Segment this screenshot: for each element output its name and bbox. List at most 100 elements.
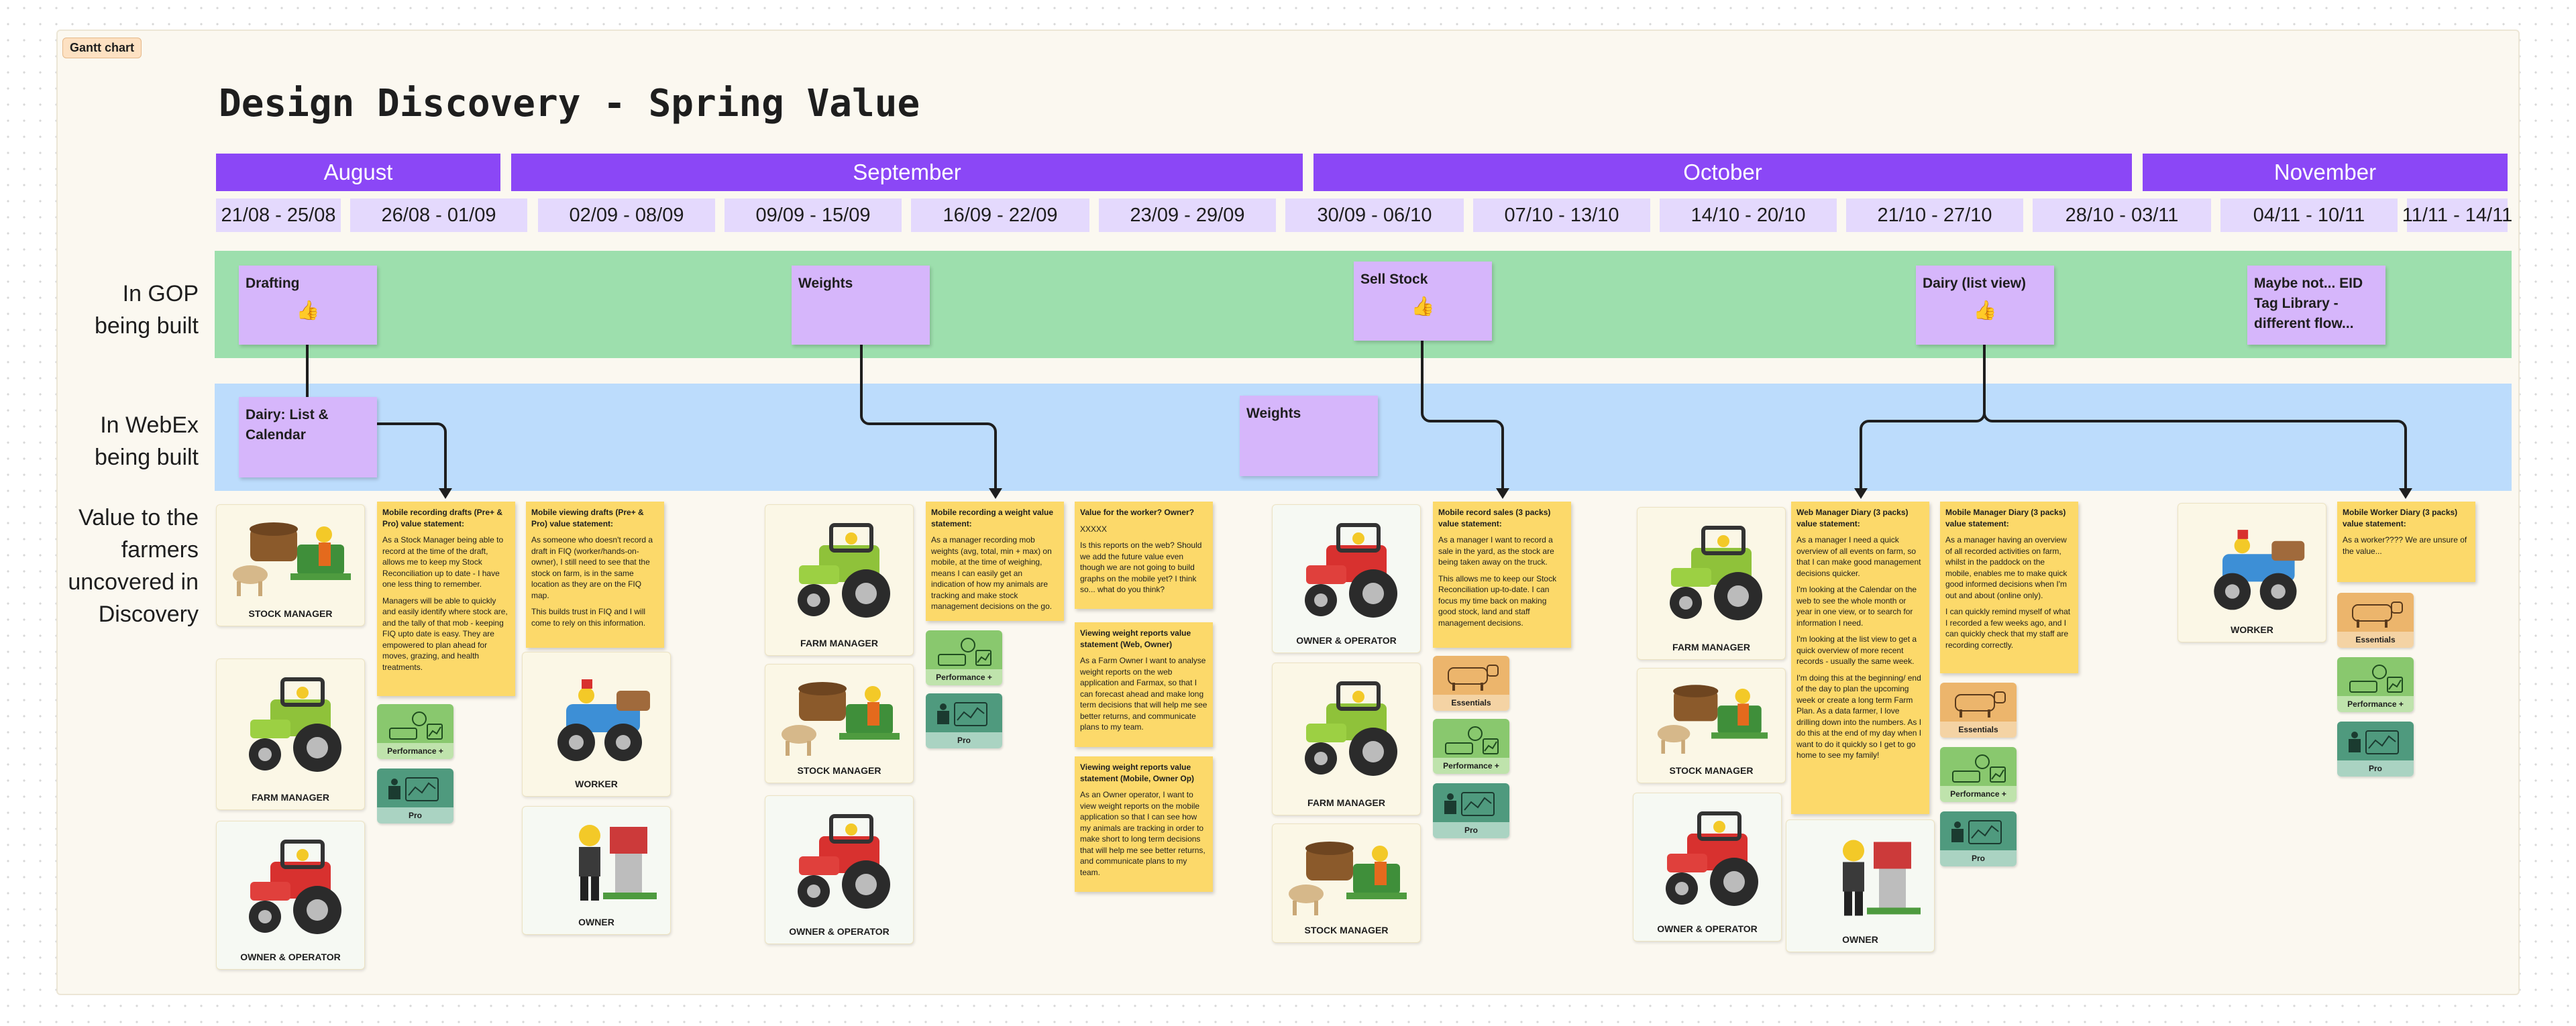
gop-card-dairy[interactable]: Dairy (list view) 👍 bbox=[1916, 266, 2054, 345]
persona-label: FARM MANAGER bbox=[800, 638, 878, 648]
card-label: Dairy: List & Calendar bbox=[246, 407, 329, 443]
persona-owner[interactable]: OWNER bbox=[522, 806, 671, 935]
persona-label: STOCK MANAGER bbox=[248, 608, 333, 619]
scale-icon bbox=[389, 711, 443, 740]
persona-farm-manager[interactable]: FARM MANAGER bbox=[216, 659, 365, 810]
persona-stock-manager[interactable]: STOCK MANAGER bbox=[765, 664, 914, 783]
note-title: Mobile record sales (3 packs) value stat… bbox=[1438, 508, 1551, 528]
persona-stock-manager[interactable]: STOCK MANAGER bbox=[216, 504, 365, 626]
note-title: Web Manager Diary (3 packs) value statem… bbox=[1796, 508, 1909, 528]
webex-card-weights[interactable]: Weights bbox=[1240, 396, 1378, 476]
persona-owner-operator[interactable]: OWNER & OPERATOR bbox=[765, 795, 914, 944]
card-label: Weights bbox=[798, 276, 853, 291]
sticky-note[interactable]: Mobile viewing drafts (Pre+ & Pro) value… bbox=[526, 502, 664, 648]
persona-farm-manager[interactable]: FARM MANAGER bbox=[765, 504, 914, 656]
note-title: Mobile recording a weight value statemen… bbox=[931, 508, 1054, 528]
cow-icon bbox=[2352, 602, 2403, 628]
badge-performance: Performance + bbox=[926, 630, 1002, 685]
persona-label: STOCK MANAGER bbox=[1669, 765, 1754, 776]
badge-label: Essentials bbox=[1433, 695, 1509, 711]
frame-tag[interactable]: Gantt chart bbox=[62, 38, 142, 58]
scale-icon bbox=[1445, 726, 1499, 754]
sticky-note[interactable]: Mobile recording drafts (Pre+ & Pro) val… bbox=[377, 502, 515, 696]
badge-essentials: Essentials bbox=[1433, 656, 1509, 711]
persona-label: OWNER & OPERATOR bbox=[1657, 923, 1758, 934]
webex-card-dairy[interactable]: Dairy: List & Calendar bbox=[239, 397, 377, 477]
sticky-note[interactable]: Mobile record sales (3 packs) value stat… bbox=[1433, 502, 1571, 648]
persona-stock-manager[interactable]: STOCK MANAGER bbox=[1272, 823, 1421, 943]
chart-icon bbox=[936, 702, 987, 726]
gop-card-maybe-not[interactable]: Maybe not... EID Tag Library - different… bbox=[2247, 266, 2385, 345]
note-body: This allows me to keep our Stock Reconci… bbox=[1438, 573, 1557, 628]
scale-icon bbox=[1952, 754, 2006, 783]
week-cell: 30/09 - 06/10 bbox=[1285, 198, 1464, 232]
badge-label: Performance + bbox=[1433, 758, 1509, 774]
week-cell: 07/10 - 13/10 bbox=[1473, 198, 1650, 232]
note-title: Viewing weight reports value statement (… bbox=[1080, 762, 1195, 783]
week-cell: 04/11 - 10/11 bbox=[2220, 198, 2398, 232]
badge-pro: Pro bbox=[377, 768, 453, 823]
persona-owner-operator[interactable]: OWNER & OPERATOR bbox=[1633, 793, 1782, 942]
sticky-note[interactable]: Value for the worker? Owner? XXXXX Is th… bbox=[1075, 502, 1213, 609]
sticky-note[interactable]: Viewing weight reports value statement (… bbox=[1075, 622, 1213, 747]
month-november: November bbox=[2143, 154, 2508, 191]
sticky-note[interactable]: Web Manager Diary (3 packs) value statem… bbox=[1791, 502, 1929, 814]
persona-label: FARM MANAGER bbox=[1672, 642, 1750, 652]
card-label: Dairy (list view) bbox=[1923, 276, 2027, 291]
note-body: As a Farm Owner I want to analyse weight… bbox=[1080, 656, 1208, 732]
gop-card-sell-stock[interactable]: Sell Stock 👍 bbox=[1354, 262, 1492, 341]
card-label: Drafting bbox=[246, 276, 300, 291]
badge-performance: Performance + bbox=[1433, 719, 1509, 774]
persona-label: STOCK MANAGER bbox=[1304, 925, 1389, 935]
blue-tractor-illustration bbox=[557, 679, 650, 761]
scale-icon bbox=[938, 638, 991, 666]
chart-icon bbox=[388, 777, 439, 801]
sticky-note[interactable]: Mobile recording a weight value statemen… bbox=[926, 502, 1064, 621]
persona-owner-operator[interactable]: OWNER & OPERATOR bbox=[1272, 504, 1421, 653]
sticky-note[interactable]: Mobile Worker Diary (3 packs) value stat… bbox=[2337, 502, 2475, 582]
persona-worker[interactable]: WORKER bbox=[2178, 503, 2326, 642]
sticky-note[interactable]: Viewing weight reports value statement (… bbox=[1075, 756, 1213, 892]
persona-farm-manager[interactable]: FARM MANAGER bbox=[1637, 507, 1786, 660]
note-title: Mobile viewing drafts (Pre+ & Pro) value… bbox=[531, 508, 644, 528]
week-cell: 09/09 - 15/09 bbox=[724, 198, 902, 232]
gop-card-drafting[interactable]: Drafting 👍 bbox=[239, 266, 377, 345]
persona-worker[interactable]: WORKER bbox=[522, 652, 671, 797]
badge-performance: Performance + bbox=[2337, 657, 2414, 712]
badge-performance: Performance + bbox=[1940, 747, 2017, 802]
thumbs-up-icon: 👍 bbox=[296, 300, 320, 321]
persona-label: OWNER & OPERATOR bbox=[240, 952, 341, 962]
persona-stock-manager[interactable]: STOCK MANAGER bbox=[1637, 668, 1786, 783]
chart-icon bbox=[2348, 730, 2399, 754]
gop-card-weights[interactable]: Weights bbox=[792, 266, 930, 345]
sticky-note[interactable]: Mobile Manager Diary (3 packs) value sta… bbox=[1940, 502, 2078, 673]
badge-performance: Performance + bbox=[377, 704, 453, 759]
red-tractor-illustration bbox=[1633, 793, 1782, 921]
badge-pro: Pro bbox=[926, 693, 1002, 748]
note-body: I'm doing this at the beginning/ end of … bbox=[1796, 673, 1922, 760]
note-body: As a worker???? We are unsure of the val… bbox=[2343, 535, 2467, 556]
week-cell: 02/09 - 08/09 bbox=[538, 198, 715, 232]
note-body: As a manager recording mob weights (avg,… bbox=[931, 535, 1053, 611]
persona-owner[interactable]: OWNER bbox=[1786, 819, 1935, 952]
month-august: August bbox=[216, 154, 500, 191]
note-title: Viewing weight reports value statement (… bbox=[1080, 628, 1191, 649]
note-body: As a manager having an overview of all r… bbox=[1945, 535, 2068, 600]
red-tractor-illustration bbox=[765, 796, 914, 923]
note-body: XXXXX bbox=[1080, 524, 1108, 534]
owner-illustration bbox=[579, 825, 657, 901]
note-body: As a manager I want to record a sale in … bbox=[1438, 535, 1554, 567]
week-cell: 11/11 - 14/11 bbox=[2402, 198, 2512, 232]
persona-farm-manager[interactable]: FARM MANAGER bbox=[1272, 663, 1421, 815]
badge-label: Performance + bbox=[1940, 786, 2017, 802]
card-label: Maybe not... EID Tag Library - different… bbox=[2254, 276, 2363, 331]
stock-manager-illustration bbox=[782, 682, 900, 756]
lane-label-value: Value to the farmers uncovered in Discov… bbox=[68, 505, 199, 627]
note-title: Mobile recording drafts (Pre+ & Pro) val… bbox=[382, 508, 503, 528]
note-body: This builds trust in FIQ and I will come… bbox=[531, 607, 646, 628]
persona-owner-operator[interactable]: OWNER & OPERATOR bbox=[216, 821, 365, 970]
green-tractor-illustration bbox=[765, 505, 914, 632]
card-label: Weights bbox=[1246, 406, 1301, 421]
badge-label: Pro bbox=[377, 807, 453, 823]
week-cell: 28/10 - 03/11 bbox=[2033, 198, 2211, 232]
